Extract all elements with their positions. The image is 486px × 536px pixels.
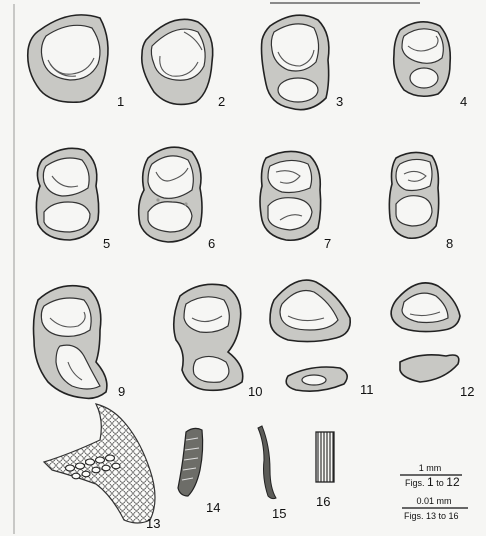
scale-value-large: 1 mm	[419, 463, 442, 473]
scale-caption-large: Figs. 1 to 12	[405, 475, 460, 489]
figure-number-7: 7	[324, 236, 331, 251]
figure-number-11: 11	[360, 382, 374, 397]
figure-number-5: 5	[103, 236, 110, 251]
figure-number-14: 14	[206, 500, 220, 515]
figure-10	[174, 284, 243, 390]
figure-number-8: 8	[446, 236, 453, 251]
figure-number-2: 2	[218, 94, 225, 109]
figure-8	[389, 152, 438, 238]
figure-number-15: 15	[272, 506, 286, 521]
figure-number-3: 3	[336, 94, 343, 109]
figure-16	[316, 432, 334, 482]
figure-number-16: 16	[316, 494, 330, 509]
figure-5	[36, 148, 98, 240]
figure-7	[260, 151, 321, 240]
figure-number-9: 9	[118, 384, 125, 399]
figure-number-10: 10	[248, 384, 262, 399]
figure-number-13: 13	[146, 516, 160, 531]
figure-number-12: 12	[460, 384, 474, 399]
figure-14	[178, 428, 203, 496]
figure-6	[139, 147, 202, 242]
figure-number-1: 1	[117, 94, 124, 109]
figure-9	[34, 286, 107, 399]
figure-12	[391, 283, 460, 382]
figure-15	[258, 426, 276, 499]
scale-value-small: 0.01 mm	[416, 496, 451, 506]
figure-2	[142, 19, 213, 104]
scale-caption-small: Figs. 13 to 16	[404, 511, 459, 521]
figure-number-4: 4	[460, 94, 467, 109]
figure-3	[262, 15, 329, 109]
figure-4	[394, 22, 451, 96]
figure-number-6: 6	[208, 236, 215, 251]
figure-13	[44, 404, 155, 523]
scale-bar-small: 0.01 mm Figs. 13 to 16	[402, 496, 468, 521]
figure-11	[270, 280, 350, 391]
figure-1	[28, 15, 108, 102]
scale-bar-large: 1 mm Figs. 1 to 12	[400, 463, 462, 489]
